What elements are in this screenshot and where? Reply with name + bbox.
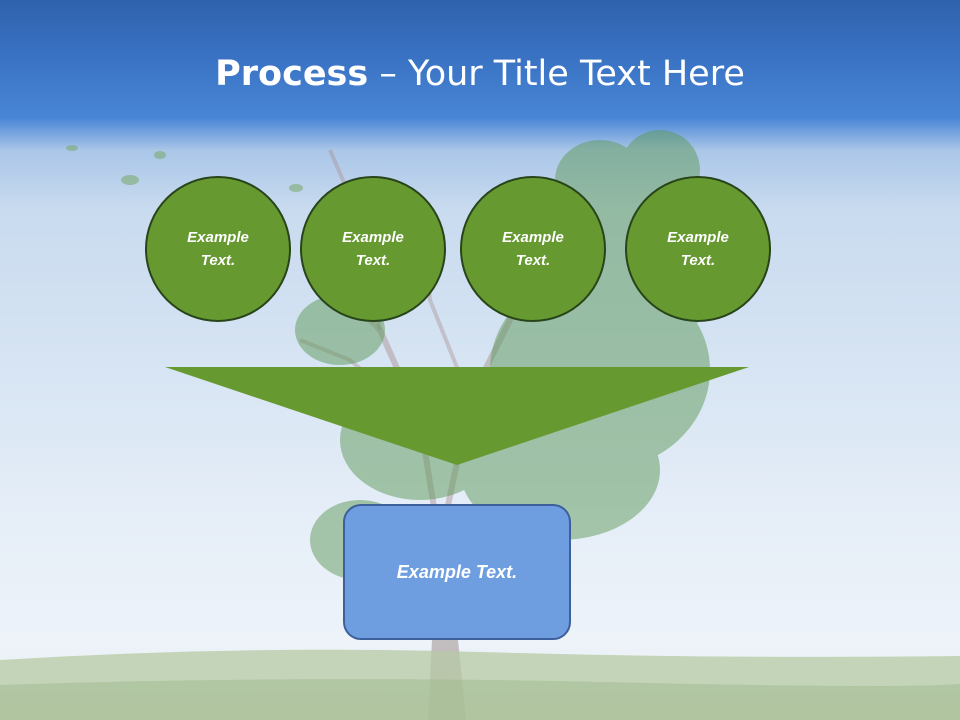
- circle-text: Example Text.: [342, 229, 404, 269]
- process-circle-4: Example Text.: [625, 176, 771, 322]
- result-box: Example Text.: [343, 504, 571, 640]
- process-circle-2: Example Text.: [300, 176, 446, 322]
- title-rest: – Your Title Text Here: [368, 54, 745, 94]
- result-text: Example Text.: [396, 561, 518, 582]
- title-bold: Process: [215, 54, 369, 94]
- circle-text: Example Text.: [187, 229, 249, 269]
- circle-text: Example Text.: [502, 229, 564, 269]
- title-bar: Process – Your Title Text Here: [0, 0, 960, 150]
- process-circle-1: Example Text.: [145, 176, 291, 322]
- process-circle-3: Example Text.: [460, 176, 606, 322]
- slide-title: Process – Your Title Text Here: [0, 52, 960, 96]
- funnel-arrow: [165, 367, 749, 465]
- circle-text: Example Text.: [667, 229, 729, 269]
